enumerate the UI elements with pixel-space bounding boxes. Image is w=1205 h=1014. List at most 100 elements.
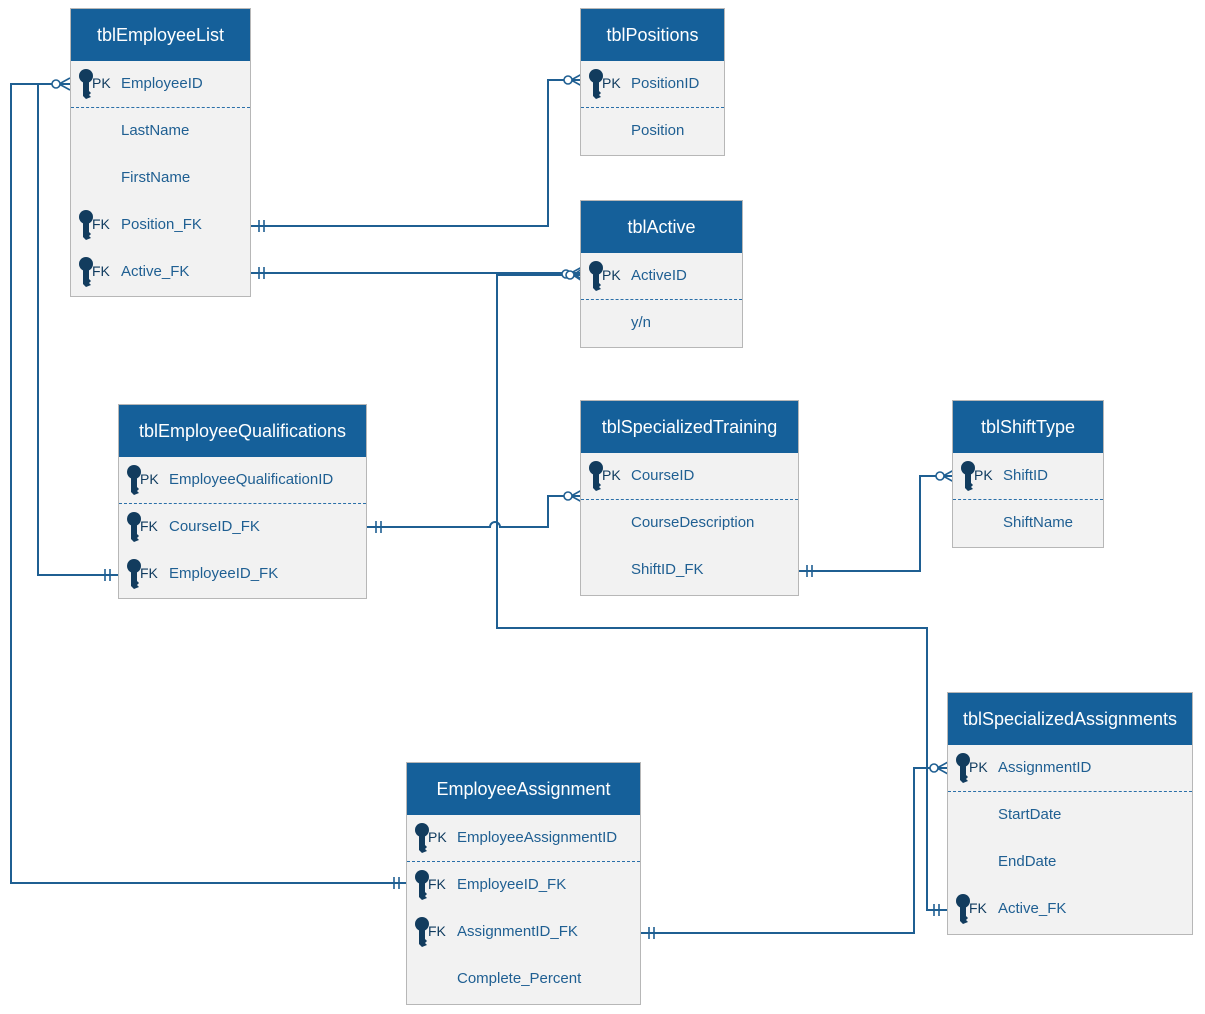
key-icon xyxy=(414,870,430,900)
table-title: tblEmployeeList xyxy=(71,9,250,61)
key-icon xyxy=(588,461,604,491)
table-positions[interactable]: tblPositions PK PositionID Position xyxy=(580,8,725,156)
field-row[interactable]: FirstName xyxy=(71,155,250,202)
rel-assignment xyxy=(640,767,948,934)
field-name: Position xyxy=(631,122,685,139)
field-key-tag: FK xyxy=(140,518,158,534)
table-title: tblSpecializedTraining xyxy=(581,401,798,453)
rel-assign-employee xyxy=(10,83,406,884)
field-name: Active_FK xyxy=(998,900,1067,917)
field-name: Position_FK xyxy=(121,216,202,233)
field-row[interactable]: FK Active_FK xyxy=(948,886,1192,933)
field-name: ActiveID xyxy=(631,267,687,284)
field-name: StartDate xyxy=(998,806,1062,823)
field-name: ShiftID xyxy=(1003,467,1049,484)
one-marker xyxy=(104,569,111,581)
field-name: EmployeeID_FK xyxy=(457,876,567,893)
field-name: CourseID_FK xyxy=(169,518,260,535)
key-icon xyxy=(960,461,976,491)
key-icon xyxy=(588,69,604,99)
key-icon xyxy=(78,210,94,240)
key-icon xyxy=(78,69,94,99)
field-row[interactable]: LastName xyxy=(71,108,250,155)
field-row[interactable]: ShiftID_FK xyxy=(581,547,798,594)
field-row[interactable]: PK EmployeeID xyxy=(71,61,250,108)
field-key-tag: FK xyxy=(140,565,158,581)
field-key-tag: FK xyxy=(428,923,446,939)
key-icon xyxy=(955,894,971,924)
field-name: PositionID xyxy=(631,75,700,92)
field-key-tag: FK xyxy=(969,900,987,916)
field-row[interactable]: PK ActiveID xyxy=(581,253,742,300)
field-name: ShiftID_FK xyxy=(631,561,704,578)
field-key-tag: PK xyxy=(974,467,993,483)
table-specialized-training[interactable]: tblSpecializedTraining PK CourseID Cours… xyxy=(580,400,799,596)
one-marker xyxy=(648,927,655,939)
table-active[interactable]: tblActive PK ActiveID y/n xyxy=(580,200,743,348)
key-icon xyxy=(126,559,142,589)
field-key-tag: PK xyxy=(140,471,159,487)
field-row[interactable]: PK EmployeeAssignmentID xyxy=(407,815,640,862)
field-key-tag: PK xyxy=(602,267,621,283)
field-name: EndDate xyxy=(998,853,1057,870)
key-icon xyxy=(588,261,604,291)
field-name: EmployeeID xyxy=(121,75,203,92)
table-employee-qualifications[interactable]: tblEmployeeQualifications PK EmployeeQua… xyxy=(118,404,367,599)
field-row[interactable]: Complete_Percent xyxy=(407,956,640,1003)
field-row[interactable]: FK Position_FK xyxy=(71,202,250,249)
field-row[interactable]: ShiftName xyxy=(953,500,1103,547)
field-row[interactable]: FK CourseID_FK xyxy=(119,504,366,551)
key-icon xyxy=(955,753,971,783)
key-icon xyxy=(126,512,142,542)
field-name: Active_FK xyxy=(121,263,190,280)
field-name: AssignmentID_FK xyxy=(457,923,578,940)
key-icon xyxy=(78,257,94,287)
field-row[interactable]: StartDate xyxy=(948,792,1192,839)
one-marker xyxy=(933,904,940,916)
field-key-tag: PK xyxy=(969,759,988,775)
table-employee-list[interactable]: tblEmployeeList PK EmployeeID LastName F… xyxy=(70,8,251,297)
key-icon xyxy=(414,917,430,947)
field-row[interactable]: CourseDescription xyxy=(581,500,798,547)
field-row[interactable]: PK EmployeeQualificationID xyxy=(119,457,366,504)
field-name: y/n xyxy=(631,314,652,331)
rel-shift xyxy=(798,475,954,572)
one-marker xyxy=(393,877,400,889)
field-name: ShiftName xyxy=(1003,514,1074,531)
one-marker xyxy=(375,521,382,533)
field-name: CourseDescription xyxy=(631,514,755,531)
field-row[interactable]: y/n xyxy=(581,300,742,347)
one-marker xyxy=(258,220,265,232)
key-icon xyxy=(414,823,430,853)
field-name: AssignmentID xyxy=(998,759,1092,776)
field-name: FirstName xyxy=(121,169,191,186)
rel-course xyxy=(367,495,582,528)
table-specialized-assignments[interactable]: tblSpecializedAssignments PK AssignmentI… xyxy=(947,692,1193,935)
field-key-tag: PK xyxy=(602,467,621,483)
field-row[interactable]: PK CourseID xyxy=(581,453,798,500)
key-icon xyxy=(126,465,142,495)
table-shift-type[interactable]: tblShiftType PK ShiftID ShiftName xyxy=(952,400,1104,548)
field-key-tag: PK xyxy=(428,829,447,845)
field-row[interactable]: FK Active_FK xyxy=(71,249,250,296)
field-name: CourseID xyxy=(631,467,695,484)
rel-spec-active xyxy=(496,274,948,911)
field-key-tag: PK xyxy=(92,75,111,91)
field-row[interactable]: FK AssignmentID_FK xyxy=(407,909,640,956)
field-key-tag: FK xyxy=(92,263,110,279)
field-row[interactable]: Position xyxy=(581,108,724,155)
one-marker xyxy=(258,267,265,279)
field-name: EmployeeQualificationID xyxy=(169,471,334,488)
field-row[interactable]: FK EmployeeID_FK xyxy=(119,551,366,598)
field-row[interactable]: PK AssignmentID xyxy=(948,745,1192,792)
field-key-tag: FK xyxy=(428,876,446,892)
field-row[interactable]: PK ShiftID xyxy=(953,453,1103,500)
table-employee-assignment[interactable]: EmployeeAssignment PK EmployeeAssignment… xyxy=(406,762,641,1005)
field-row[interactable]: FK EmployeeID_FK xyxy=(407,862,640,909)
field-row[interactable]: EndDate xyxy=(948,839,1192,886)
field-key-tag: FK xyxy=(92,216,110,232)
field-name: EmployeeID_FK xyxy=(169,565,279,582)
field-row[interactable]: PK PositionID xyxy=(581,61,724,108)
one-marker xyxy=(806,565,813,577)
